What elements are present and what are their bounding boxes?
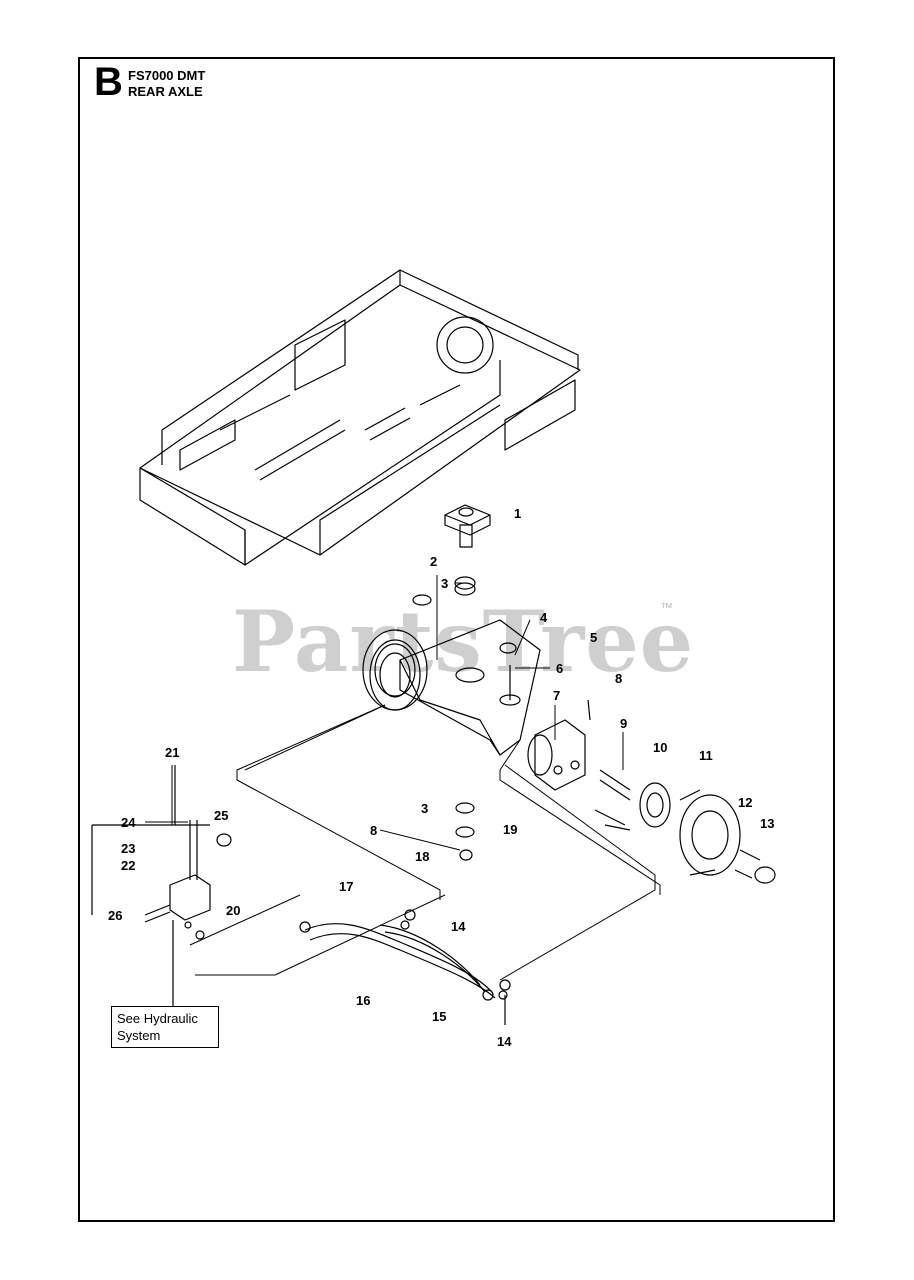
right-hub [679,789,741,876]
section-letter: B [94,60,123,104]
callout-25[interactable]: 25 [214,808,229,823]
callout-18[interactable]: 18 [415,849,430,864]
diagram-title: REAR AXLE [128,84,203,99]
callout-14a[interactable]: 14 [451,919,466,934]
hydraulic-hoses [299,909,511,1025]
callout-26[interactable]: 26 [108,908,123,923]
callout-23[interactable]: 23 [121,841,136,856]
callout-8b[interactable]: 8 [370,823,378,838]
callout-3b[interactable]: 3 [421,801,429,816]
callout-13[interactable]: 13 [760,816,775,831]
hydraulic-motor [527,719,586,791]
watermark-trademark: ™ [660,600,673,615]
callout-15[interactable]: 15 [432,1009,447,1024]
callout-21[interactable]: 21 [165,745,180,760]
callout-24[interactable]: 24 [121,815,136,830]
callout-16[interactable]: 16 [356,993,371,1008]
callout-10[interactable]: 10 [653,740,668,755]
callout-leaders [145,575,624,851]
watermark: PartsTree [232,592,695,691]
callout-7[interactable]: 7 [553,688,561,703]
callout-2[interactable]: 2 [430,554,438,569]
callout-3a[interactable]: 3 [441,576,449,591]
valve-block [91,765,232,1006]
leader-outlines [189,704,661,981]
callout-17[interactable]: 17 [339,879,354,894]
callout-9[interactable]: 9 [620,716,628,731]
callout-22[interactable]: 22 [121,858,136,873]
callout-12[interactable]: 12 [738,795,753,810]
pivot-bracket [444,504,491,548]
diagram-frame [78,57,835,1222]
model-title: FS7000 DMT [128,68,206,83]
callout-20[interactable]: 20 [226,903,241,918]
pin-and-washer [499,642,591,721]
callout-8a[interactable]: 8 [615,671,623,686]
callout-11[interactable]: 11 [699,748,713,763]
callout-6[interactable]: 6 [556,661,564,676]
bearing [639,782,671,828]
hydraulic-system-note: See Hydraulic System [111,1006,219,1048]
callout-14b[interactable]: 14 [497,1034,512,1049]
left-hub [362,629,428,711]
axle-beam [369,619,541,756]
bolts [594,769,631,831]
hub-cap [734,849,776,884]
callout-5[interactable]: 5 [590,630,598,645]
chassis-frame [139,269,581,566]
center-bushings [455,802,475,861]
callout-1[interactable]: 1 [514,506,522,521]
callout-4[interactable]: 4 [540,610,548,625]
callout-19[interactable]: 19 [503,822,518,837]
